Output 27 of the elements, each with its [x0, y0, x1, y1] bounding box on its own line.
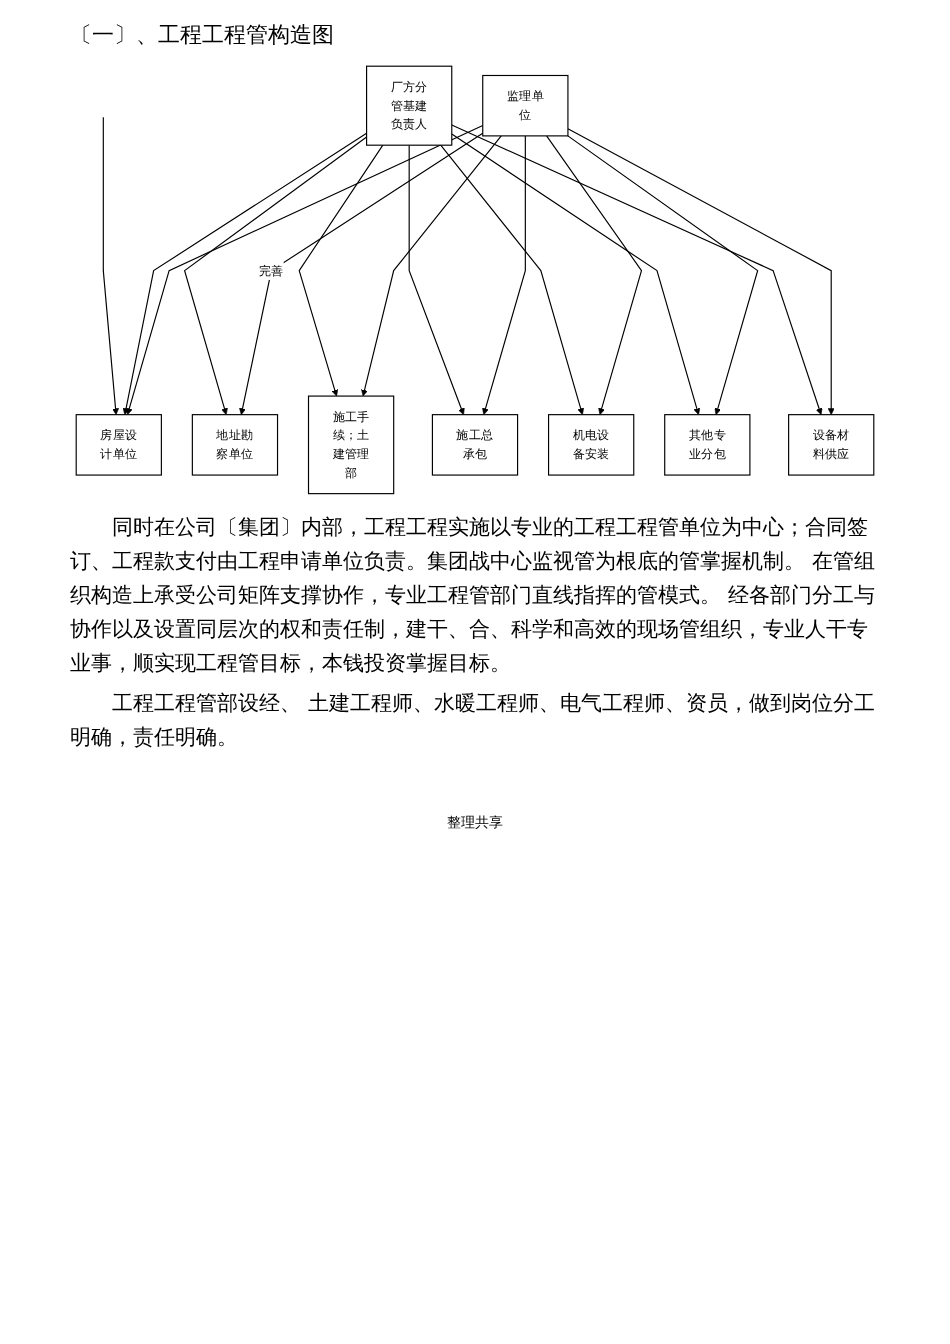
node-box: 监理单位 [482, 74, 569, 137]
paragraph: 工程工程管部设经、 土建工程师、水暖工程师、电气工程师、资员，做到岗位分工明确，责任明确。 [70, 689, 876, 751]
arrow [482, 135, 526, 415]
arrow [451, 124, 823, 415]
arrow [361, 135, 502, 397]
arrow [125, 124, 484, 415]
arrow [567, 128, 835, 415]
arrow [567, 135, 759, 415]
arrow [440, 144, 584, 415]
arrow [239, 132, 484, 415]
paragraph: 同时在公司〔集团〕内部，工程工程实施以专业的工程工程管单位为中心；合同签订、工程款支付由工程申请单位负责。集团战中心监视管为根底的管掌握机制。 在管组织构造上承受公司矩阵支撑协作，专业工程管部门直线指挥的管模式。 经各部门分工与协作以及设置同层次的权和责任制，建干、合、科学和高效的现场管组织，专业人干专业事，顺实现工程管目标，本钱投资掌握目标。 [70, 513, 876, 677]
arrow [546, 135, 643, 415]
node-box: 设备材料供应 [788, 414, 875, 476]
diagram-title: 〔一〕、工程工程管构造图 [70, 21, 335, 49]
node-box: 房屋设计单位 [75, 414, 162, 476]
footer-text: 整理共享 [446, 813, 504, 832]
arrow [451, 133, 701, 415]
arrow [408, 144, 465, 415]
node-box: 施工手续；土建管理部 [307, 395, 395, 495]
node-box: 地址勘察单位 [191, 414, 279, 476]
arrow [298, 144, 384, 397]
node-box: 厂方分管基建负责人 [366, 65, 453, 146]
node-box: 机电设备安装 [548, 414, 635, 476]
node-box: 其他专业分包 [664, 414, 751, 476]
edge-label: 完善 [258, 262, 284, 278]
arrow [102, 116, 119, 415]
node-box: 施工总承包 [431, 414, 519, 476]
